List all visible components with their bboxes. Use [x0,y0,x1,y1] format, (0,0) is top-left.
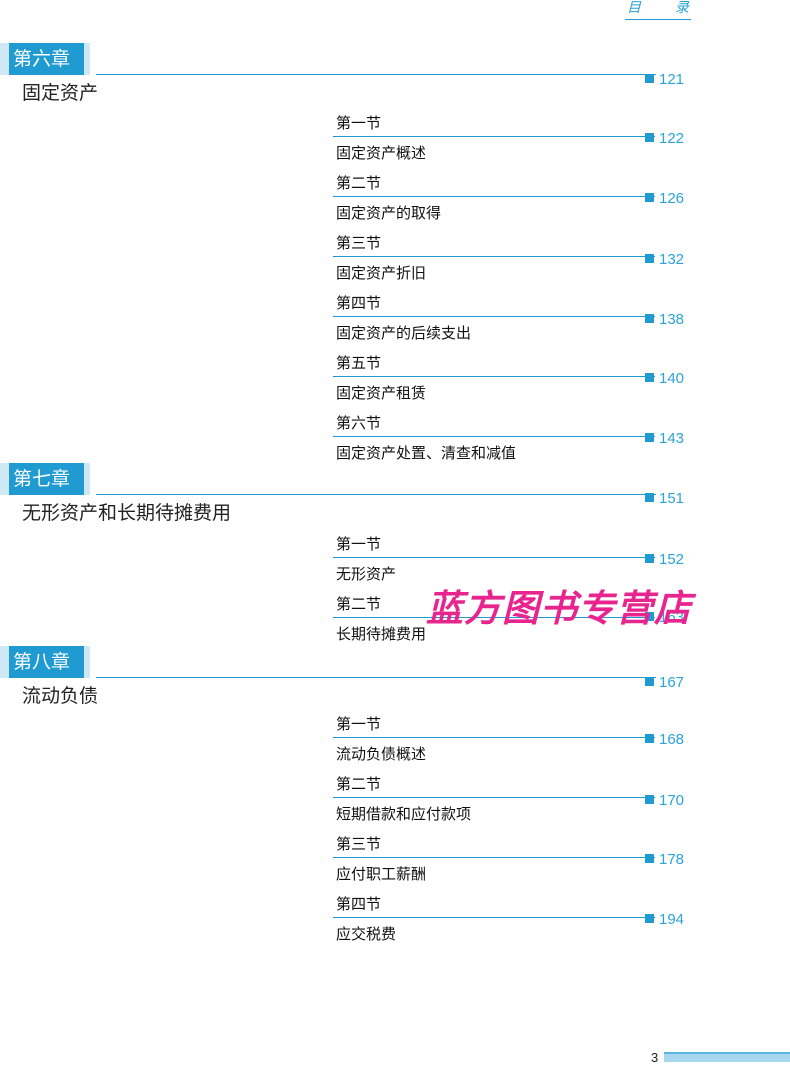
section-divider [333,316,655,317]
section-title[interactable]: 固定资产租赁 [336,384,427,402]
chapter-page[interactable]: 167 [645,674,684,691]
page-marker-icon [645,554,654,563]
section-title[interactable]: 固定资产处置、清查和减值 [336,444,517,462]
section-divider [333,737,655,738]
page-marker-icon [645,373,654,382]
page-number: 3 [651,1050,659,1065]
page-marker-icon [645,133,654,142]
page-marker-icon [645,193,654,202]
section-number: 第四节 [336,895,382,913]
section-title[interactable]: 短期借款和应付款项 [336,805,472,823]
chapter-label: 第八章 [0,646,90,678]
section-number: 第一节 [336,114,382,132]
section-page[interactable]: 126 [645,190,684,207]
section-number: 第二节 [336,595,382,613]
section-number: 第二节 [336,174,382,192]
section-page[interactable]: 194 [645,911,684,928]
page-marker-icon [645,493,654,502]
section-number: 第四节 [336,294,382,312]
section-number: 第五节 [336,354,382,372]
section-number: 第三节 [336,234,382,252]
chapter-divider [96,494,656,495]
chapter-label: 第七章 [0,463,90,495]
page-marker-icon [645,734,654,743]
section-page[interactable]: 132 [645,251,684,268]
section-divider [333,857,655,858]
section-divider [333,617,655,618]
section-number: 第一节 [336,535,382,553]
section-title[interactable]: 应付职工薪酬 [336,865,427,883]
chapter-page[interactable]: 151 [645,490,684,507]
toc-header-char-1: 目 [627,0,641,16]
section-page[interactable]: 122 [645,130,684,147]
page-marker-icon [645,314,654,323]
section-divider [333,436,655,437]
section-title[interactable]: 长期待摊费用 [336,625,427,643]
section-number: 第一节 [336,715,382,733]
section-number: 第六节 [336,414,382,432]
section-title[interactable]: 无形资产 [336,565,397,583]
page-marker-icon [645,914,654,923]
section-divider [333,196,655,197]
page-marker-icon [645,854,654,863]
page-marker-icon [645,254,654,263]
footer-bar [664,1052,790,1062]
section-title[interactable]: 固定资产概述 [336,144,427,162]
section-page[interactable]: 152 [645,551,684,568]
page-marker-icon [645,433,654,442]
section-page[interactable]: 170 [645,792,684,809]
page-marker-icon [645,612,654,621]
chapter-title[interactable]: 无形资产和长期待摊费用 [22,502,232,524]
section-page[interactable]: 138 [645,311,684,328]
section-divider [333,917,655,918]
section-divider [333,256,655,257]
section-title[interactable]: 固定资产的后续支出 [336,324,472,342]
toc-header-char-2: 录 [675,0,689,16]
section-divider [333,797,655,798]
chapter-divider [96,677,656,678]
section-divider [333,557,655,558]
section-number: 第二节 [336,775,382,793]
section-page[interactable]: 163 [645,609,684,626]
section-number: 第三节 [336,835,382,853]
section-divider [333,136,655,137]
section-title[interactable]: 固定资产的取得 [336,204,442,222]
chapter-label: 第六章 [0,43,90,75]
section-title[interactable]: 流动负债概述 [336,745,427,763]
chapter-title[interactable]: 固定资产 [22,82,99,104]
section-page[interactable]: 143 [645,430,684,447]
section-title[interactable]: 应交税费 [336,925,397,943]
shop-watermark: 蓝方图书专营店 [426,586,692,630]
chapter-page[interactable]: 121 [645,71,684,88]
chapter-divider [96,74,656,75]
section-page[interactable]: 178 [645,851,684,868]
section-title[interactable]: 固定资产折旧 [336,264,427,282]
section-page[interactable]: 168 [645,731,684,748]
section-page[interactable]: 140 [645,370,684,387]
chapter-title[interactable]: 流动负债 [22,685,99,707]
page-marker-icon [645,795,654,804]
page-marker-icon [645,677,654,686]
section-divider [333,376,655,377]
toc-header: 目 录 [625,0,691,20]
page-marker-icon [645,74,654,83]
